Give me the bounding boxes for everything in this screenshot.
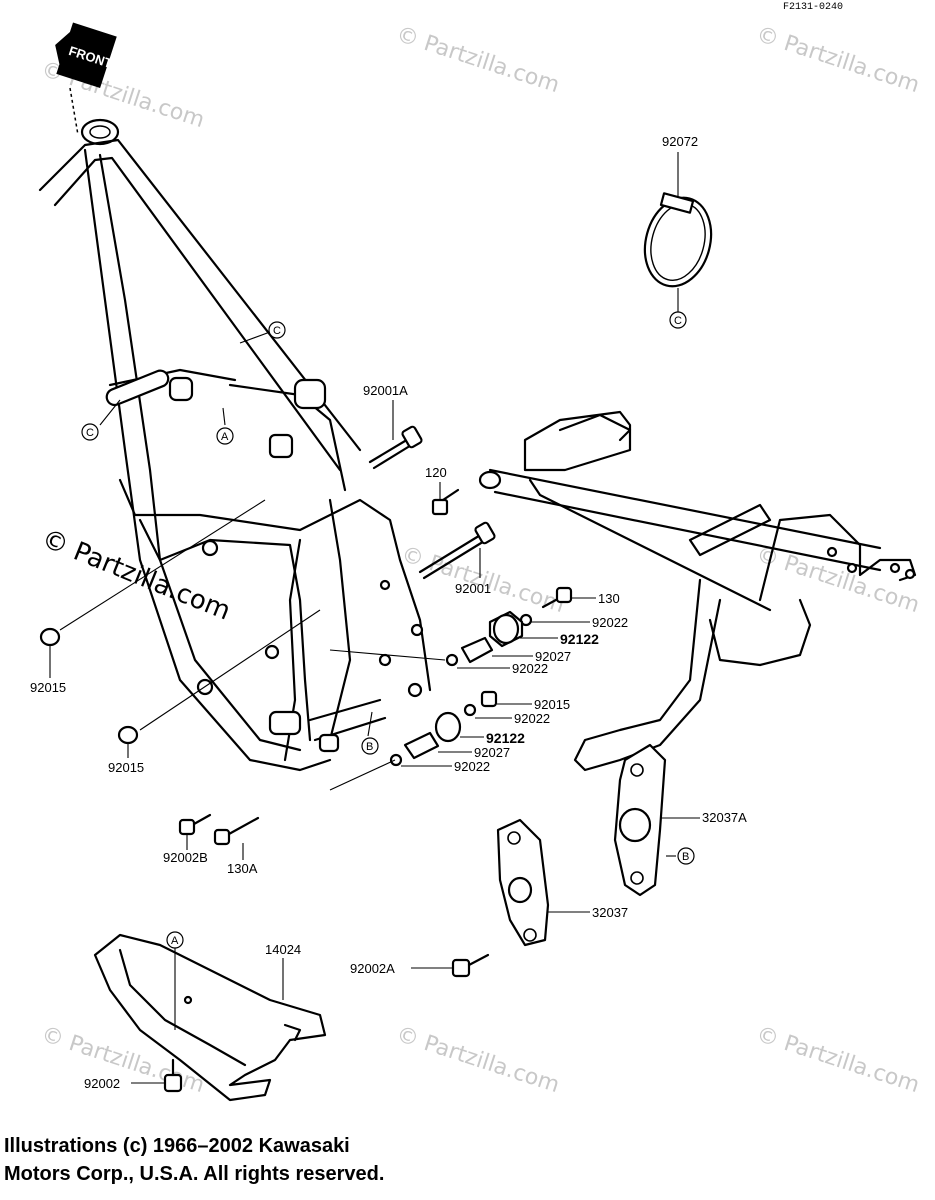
- part-label: 92015: [108, 760, 144, 775]
- part-label: 92001A: [363, 383, 408, 398]
- part-label: 32037A: [702, 810, 747, 825]
- callout-letter: A: [171, 935, 179, 947]
- skid-plate: [93, 933, 327, 1102]
- bolt-92002: [163, 1058, 183, 1093]
- callout-a-skid: A: [166, 931, 184, 949]
- bolts-long: [368, 425, 496, 580]
- bracket-32037A: [613, 743, 667, 897]
- upper-bushings: [445, 610, 533, 667]
- part-label: 32037: [592, 905, 628, 920]
- main-frame: [38, 118, 432, 772]
- callout-letter: C: [674, 315, 682, 327]
- callout-letter: B: [682, 851, 689, 863]
- part-label: 92022: [454, 759, 490, 774]
- clamp-band: [643, 192, 713, 288]
- bolt-120: [431, 488, 460, 516]
- callout-b-bracket: B: [677, 847, 695, 865]
- part-label: 92002: [84, 1076, 120, 1091]
- leader-lines: [49, 152, 700, 1084]
- part-label: 92022: [514, 711, 550, 726]
- copyright-line-2: Motors Corp., U.S.A. All rights reserved…: [4, 1163, 385, 1185]
- bolts-lower: [178, 813, 260, 846]
- copyright-line-1: Illustrations (c) 1966–2002 Kawasaki: [4, 1135, 350, 1157]
- callout-letter: C: [273, 325, 281, 337]
- part-label: 92015: [30, 680, 66, 695]
- watermark-dark: © Partzilla.com: [37, 524, 234, 627]
- watermark: © Partzilla.com: [753, 22, 922, 98]
- callout-letter: A: [221, 431, 229, 443]
- part-label: 92027: [474, 745, 510, 760]
- part-label: 92015: [534, 697, 570, 712]
- callout-b-frame: B: [361, 737, 379, 755]
- part-label: 92001: [455, 581, 491, 596]
- copyright-notice: Illustrations (c) 1966–2002 Kawasaki Mot…: [4, 1132, 384, 1188]
- front-arrow-shape: [55, 22, 117, 89]
- part-label: 92027: [535, 649, 571, 664]
- part-label: 92002B: [163, 850, 208, 865]
- bolt-92002A: [451, 953, 490, 978]
- part-label: 92022: [512, 661, 548, 676]
- part-label: 120: [425, 465, 447, 480]
- figure-code: F2131-0240: [783, 2, 843, 13]
- watermark: © Partzilla.com: [753, 1022, 922, 1098]
- front-arrow: FRONT: [55, 22, 117, 89]
- part-label: 92022: [592, 615, 628, 630]
- watermark: © Partzilla.com: [393, 1022, 562, 1098]
- callout-c-frame-top: C: [268, 321, 286, 339]
- watermark: © Partzilla.com: [393, 22, 562, 98]
- callout-c-frame-left: C: [81, 423, 99, 441]
- callout-c-clamp: C: [669, 311, 687, 329]
- front-arrow-dashline: [69, 87, 79, 136]
- bolt-130: [541, 586, 573, 609]
- part-label: 92072: [662, 134, 698, 149]
- rear-subframe: [478, 410, 917, 772]
- part-label: 130: [598, 591, 620, 606]
- bracket-32037: [496, 818, 550, 947]
- part-label: 92002A: [350, 961, 395, 976]
- part-label: 14024: [265, 942, 301, 957]
- callout-a-frame: A: [216, 427, 234, 445]
- callout-letter: C: [86, 427, 94, 439]
- part-label: 130A: [227, 861, 258, 876]
- part-label: 92122: [486, 730, 525, 746]
- watermark: © Partzilla.com: [753, 542, 922, 618]
- callout-letter: B: [366, 741, 373, 753]
- part-label: 92122: [560, 631, 599, 647]
- part-labels: 92072 92001A 120 92001 130 92022 92122 9…: [30, 134, 747, 1091]
- lower-bushings: [389, 690, 498, 767]
